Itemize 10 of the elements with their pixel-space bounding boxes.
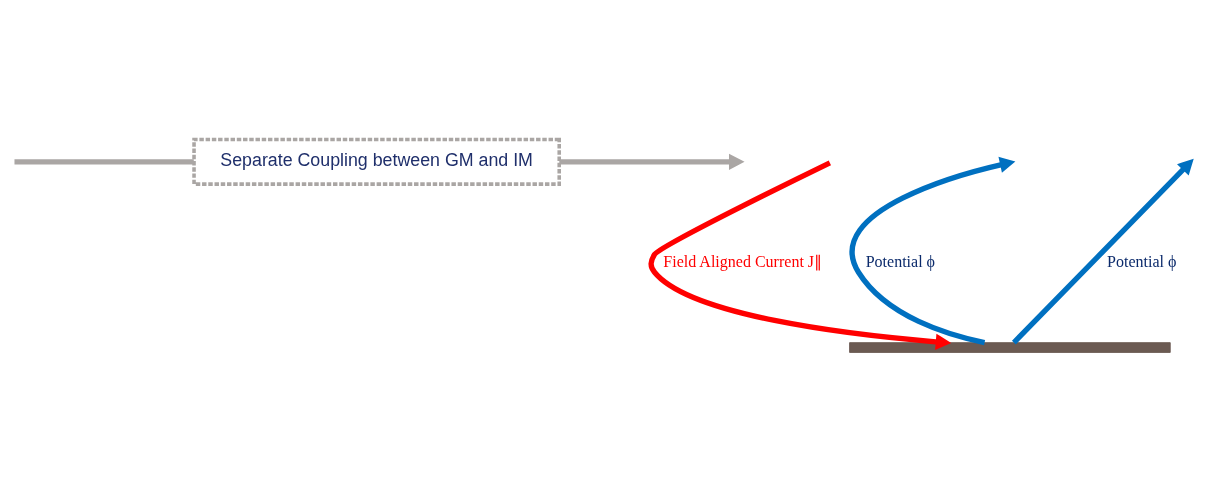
arrow <box>648 159 952 350</box>
arrow <box>1011 158 1194 344</box>
edge-label: Potential ϕ <box>1107 252 1177 270</box>
edge-label: Potential ϕ <box>865 252 936 270</box>
node-box: Separate Coupling between GM and IM <box>192 137 561 186</box>
node-bar <box>849 341 1171 353</box>
connector <box>14 158 194 164</box>
edge-label: Field Aligned Current J∥ <box>663 252 823 270</box>
arrow <box>850 156 1016 345</box>
arrow <box>559 153 745 170</box>
